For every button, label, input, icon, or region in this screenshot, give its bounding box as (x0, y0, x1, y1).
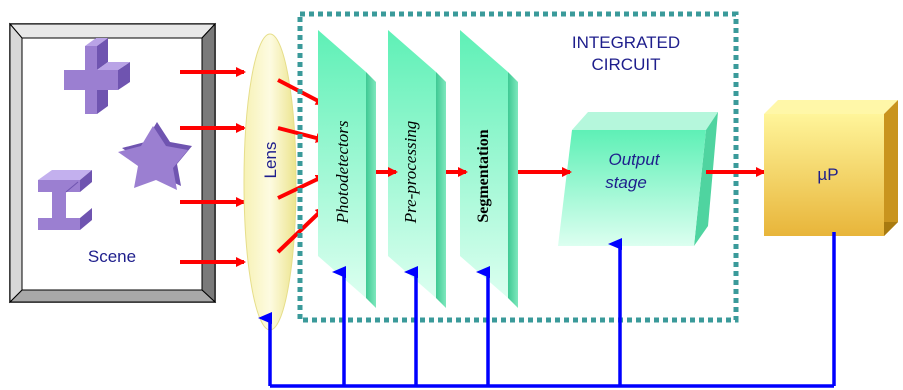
i-beam-shape (38, 170, 92, 230)
output-stage-line2: stage (605, 173, 647, 192)
segmentation-label: Segmentation (475, 129, 492, 222)
lens-label: Lens (261, 142, 280, 179)
scene-label: Scene (88, 247, 136, 266)
ic-title-line2: CIRCUIT (592, 55, 661, 74)
control-bus (258, 232, 836, 388)
integrated-circuit-boundary (297, 11, 739, 323)
preprocessing-label: Pre-processing (401, 121, 420, 225)
output-stage (558, 112, 718, 246)
segmentation-stage (460, 30, 518, 308)
star-shape (118, 122, 192, 190)
output-stage-line1: Output (608, 150, 660, 169)
ic-title-line1: INTEGRATED (572, 33, 680, 52)
cross-shape (64, 38, 130, 114)
photodetectors-stage (318, 30, 376, 308)
lens (243, 33, 297, 331)
microprocessor-block (764, 100, 898, 236)
scene-to-lens-arrows (180, 67, 246, 267)
preprocessing-stage (388, 30, 446, 308)
microprocessor-label: µP (817, 165, 838, 184)
photodetectors-label: Photodetectors (333, 120, 352, 224)
